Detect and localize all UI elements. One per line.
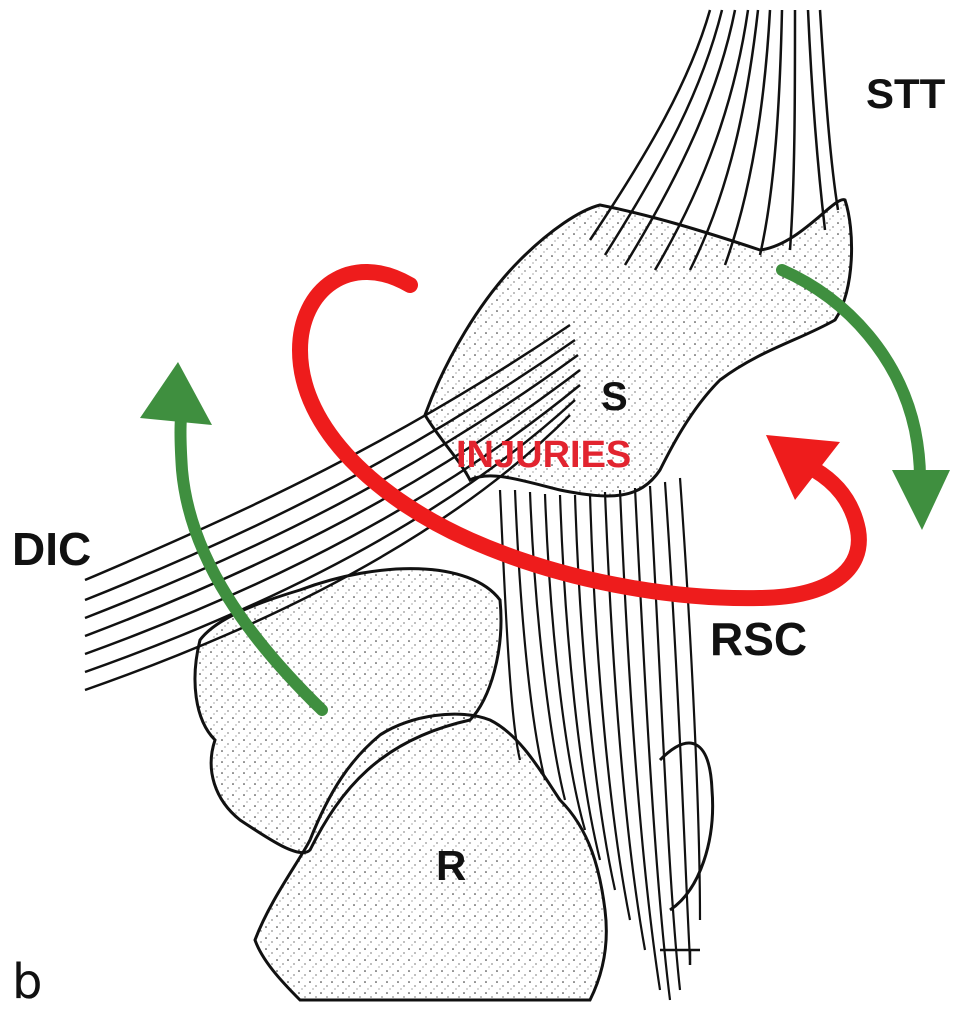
motion-arrowhead-right — [892, 470, 950, 530]
label-radius: R — [436, 842, 466, 889]
label-dic: DIC — [12, 523, 91, 575]
label-rsc: RSC — [710, 613, 807, 665]
label-stt: STT — [866, 70, 946, 117]
label-injuries: INJURIES — [456, 434, 631, 476]
label-scaphoid: S — [601, 375, 628, 419]
motion-arrowhead-left — [140, 362, 212, 425]
panel-letter: b — [12, 954, 42, 1010]
